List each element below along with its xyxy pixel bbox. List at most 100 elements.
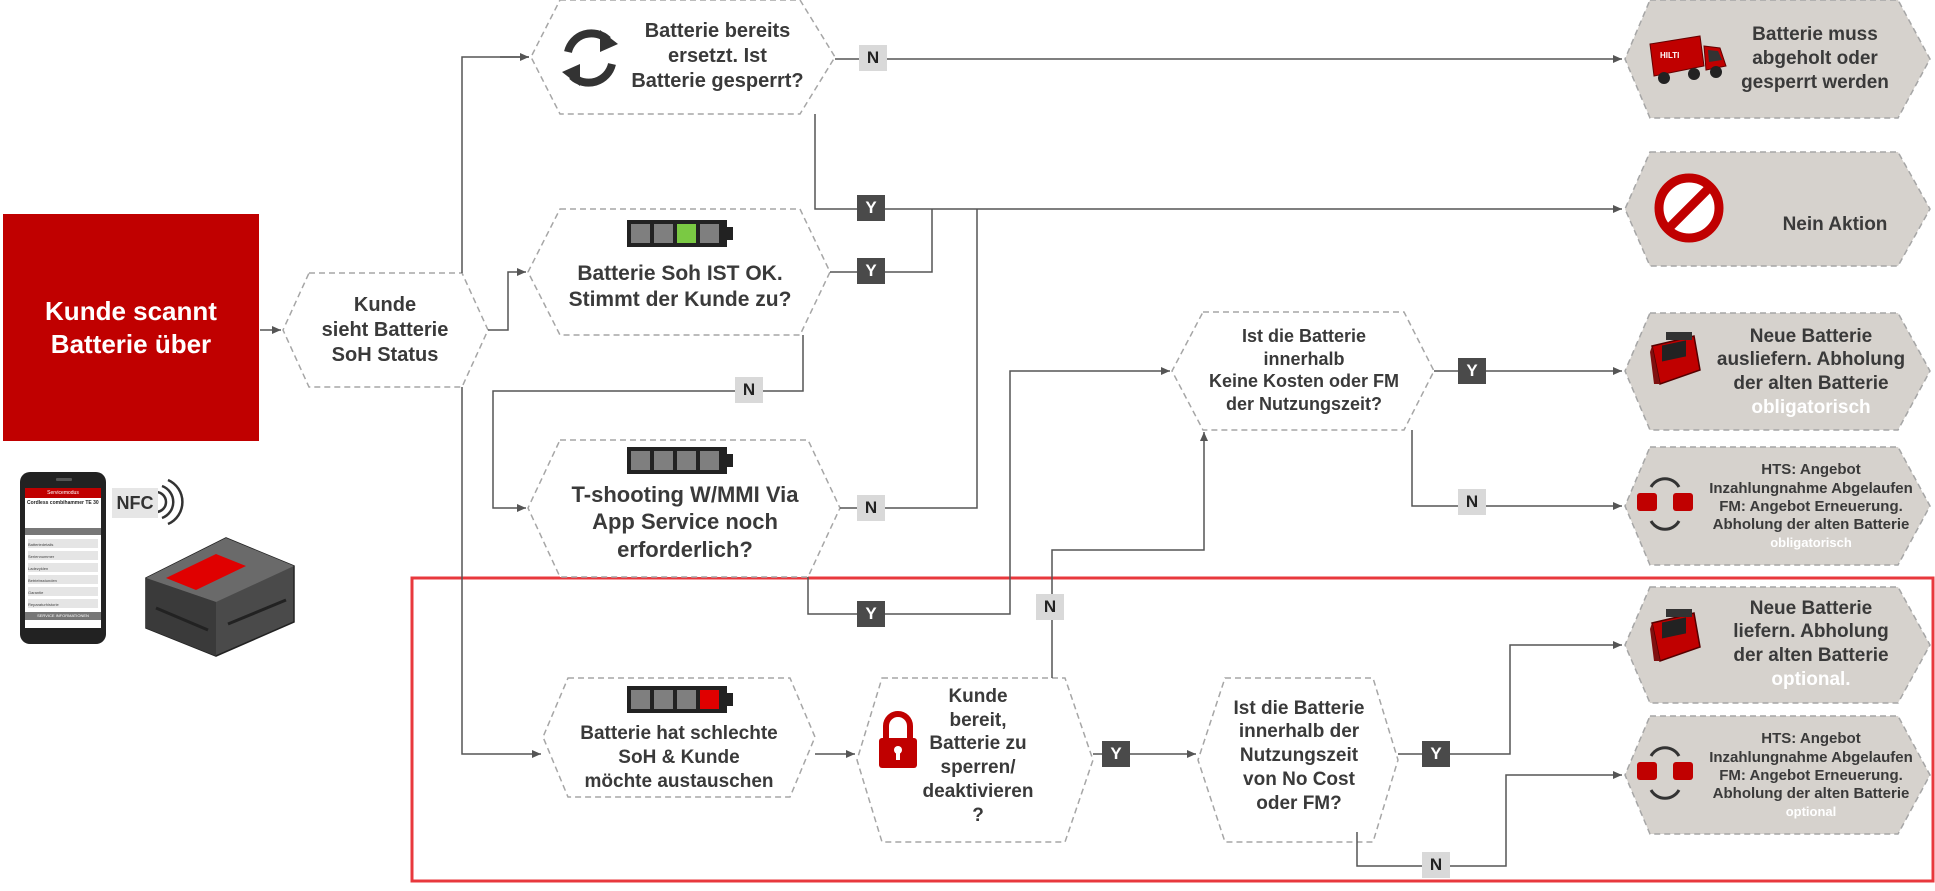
connector-innerhalb1-n [1411,430,1622,510]
tag-no: N [1458,489,1486,515]
outcome-neu2-label: Neue Batterie liefern. Abholung der alte… [1706,592,1916,696]
start-line-2: Batterie über [50,328,212,359]
connector-innerhalb2-n [1356,771,1622,867]
node-sperren-line: ? [972,804,984,826]
connector-innerhalb2-y [1398,641,1622,755]
tag-yes: Y [857,258,885,284]
node-innerhalb1-line: Ist die Batterie [1241,326,1367,346]
node-sperren-label: Kunde bereit, Batterie zu sperren/ deakt… [908,676,1048,836]
tag-yes: Y [857,195,885,221]
outcome-hts2-shape [1624,715,1931,835]
outcome-neu1-line: Neue Batterie [1749,325,1873,347]
node-tshoot-shape [527,439,841,578]
outcome-hts2-line: HTS: Angebot [1761,730,1861,748]
node-sperren-line: Kunde [948,685,1008,707]
node-sieht-line: sieht Batterie [321,318,449,341]
connector-ok-n [492,335,804,512]
node-schlecht-line: SoH & Kunde [618,747,740,769]
phone-row: Reparaturhistorie [28,602,59,607]
node-sieht-line: SoH Status [331,343,439,366]
outcome-abholen-shape [1624,0,1931,119]
outcome-abholen-label: Batterie muss abgeholt oder gesperrt wer… [1720,14,1910,104]
outcome-neu1-accent: obligatorisch [1751,396,1871,418]
node-innerhalb2-label: Ist die Batterie innerhalb der Nutzungsz… [1210,686,1388,826]
node-innerhalb2-line: innerhalb der [1238,721,1360,743]
tag-no: N [1422,852,1450,878]
node-sperren-line: deaktivieren [922,780,1034,802]
tag-no: N [1036,594,1064,620]
node-ersetzt-label: Batterie bereits ersetzt. Ist Batterie g… [610,6,825,106]
phone-row: Batteriedetails [28,542,54,547]
lock-icon [879,711,917,768]
node-sieht-label: Kunde sieht Batterie SoH Status [295,273,475,387]
tool-battery-icon [145,537,295,657]
phone-title: Cordless combihammer TE 30 [27,500,99,506]
node-innerhalb2-line: von No Cost [1243,768,1355,790]
connector-sieht-ok [488,268,526,331]
phone-header: Servicemodus [47,490,79,496]
node-ersetzt-line: Batterie gesperrt? [631,69,804,92]
node-innerhalb1-line: Keine Kosten oder FM [1208,371,1400,391]
phone-rows: Batteriedetails Seriennummer Ladezyklen … [28,539,98,611]
connector-ersetzt-y [814,114,1622,213]
node-schlecht-label: Batterie hat schlechte SoH & Kunde möcht… [552,722,806,794]
node-innerhalb2-line: oder FM? [1256,792,1342,814]
connector-tshoot-y [807,367,1170,615]
outcome-hts1-line: FM: Angebot Erneuerung. [1719,498,1903,516]
node-innerhalb2-shape [1197,677,1399,843]
outcome-neu1-line: der alten Batterie [1733,373,1889,394]
phone-row: Seriennummer [28,554,55,559]
outcome-hts2-label: HTS: Angebot Inzahlungnahme Abgelaufen F… [1695,724,1927,826]
node-ok-shape [527,208,831,336]
node-sieht-line: Kunde [353,293,417,316]
battery-full-icon [627,220,733,247]
node-tshoot-line: App Service noch [592,509,778,535]
exchange-icon [1637,746,1693,800]
outcome-neu1-shape [1624,312,1931,431]
node-ersetzt-shape [530,0,836,115]
phone-icon [20,472,106,644]
node-sperren-line: bereit, [949,709,1007,731]
highlight-frame [410,576,1935,883]
refresh-icon [562,29,618,87]
phone-row: Garantie [28,590,44,595]
outcome-hts2-line: Abholung der alten Batterie [1712,785,1910,803]
outcome-hts1-line: Inzahlungnahme Abgelaufen [1709,479,1913,497]
outcome-hts2-line: Inzahlungnahme Abgelaufen [1709,748,1913,766]
battery-pack-icon [1650,332,1701,385]
outcome-hts1-accent: obligatorisch [1770,534,1852,550]
truck-icon: HILTI [1649,35,1727,84]
outcome-neu1-line: ausliefern. Abholung [1716,349,1906,371]
tag-yes: Y [1458,358,1486,384]
node-ok-label: Batterie Soh IST OK. Stimmt der Kunde zu… [540,255,820,319]
tag-no: N [735,377,763,403]
node-innerhalb2-line: Ist die Batterie [1233,697,1365,719]
outcome-neu2-line: Neue Batterie [1749,597,1873,619]
node-ersetzt-line: Batterie bereits [644,19,791,42]
node-ersetzt-line: ersetzt. Ist [668,44,767,67]
node-tshoot-line: T-shooting W/MMI Via [571,481,799,507]
phone-screen: Servicemodus Cordless combihammer TE 30 … [25,488,101,628]
svg-text:HILTI: HILTI [1660,51,1679,60]
battery-low-icon [627,686,733,713]
node-ok-line: Stimmt der Kunde zu? [568,288,792,311]
node-schlecht-line: Batterie hat schlechte [580,723,778,745]
node-sperren-line: Batterie zu [929,733,1027,755]
outcome-nein-label: Nein Aktion [1782,214,1888,236]
node-schlecht-shape [542,677,816,798]
phone-button[interactable]: SERVICE INFORMATIONEN [37,613,89,618]
node-tshoot-label: T-shooting W/MMI Via App Service noch er… [540,476,830,568]
start-box: Kunde scannt Batterie über [3,214,259,441]
outcome-hts1-line: Abholung der alten Batterie [1712,516,1910,534]
tag-no: N [857,495,885,521]
phone-row: Betriebsstunden [28,578,57,583]
tag-yes: Y [857,601,885,627]
node-schlecht-line: möchte austauschen [584,770,774,792]
outcome-abholen-line: gesperrt werden [1741,71,1889,93]
outcome-neu2-accent: optional. [1771,668,1851,690]
nfc-icon [155,478,184,526]
battery-pack-icon [1650,609,1701,662]
node-innerhalb1-label: Ist die Batterie innerhalb Keine Kosten … [1182,314,1426,426]
start-line-1: Kunde scannt [45,296,217,326]
